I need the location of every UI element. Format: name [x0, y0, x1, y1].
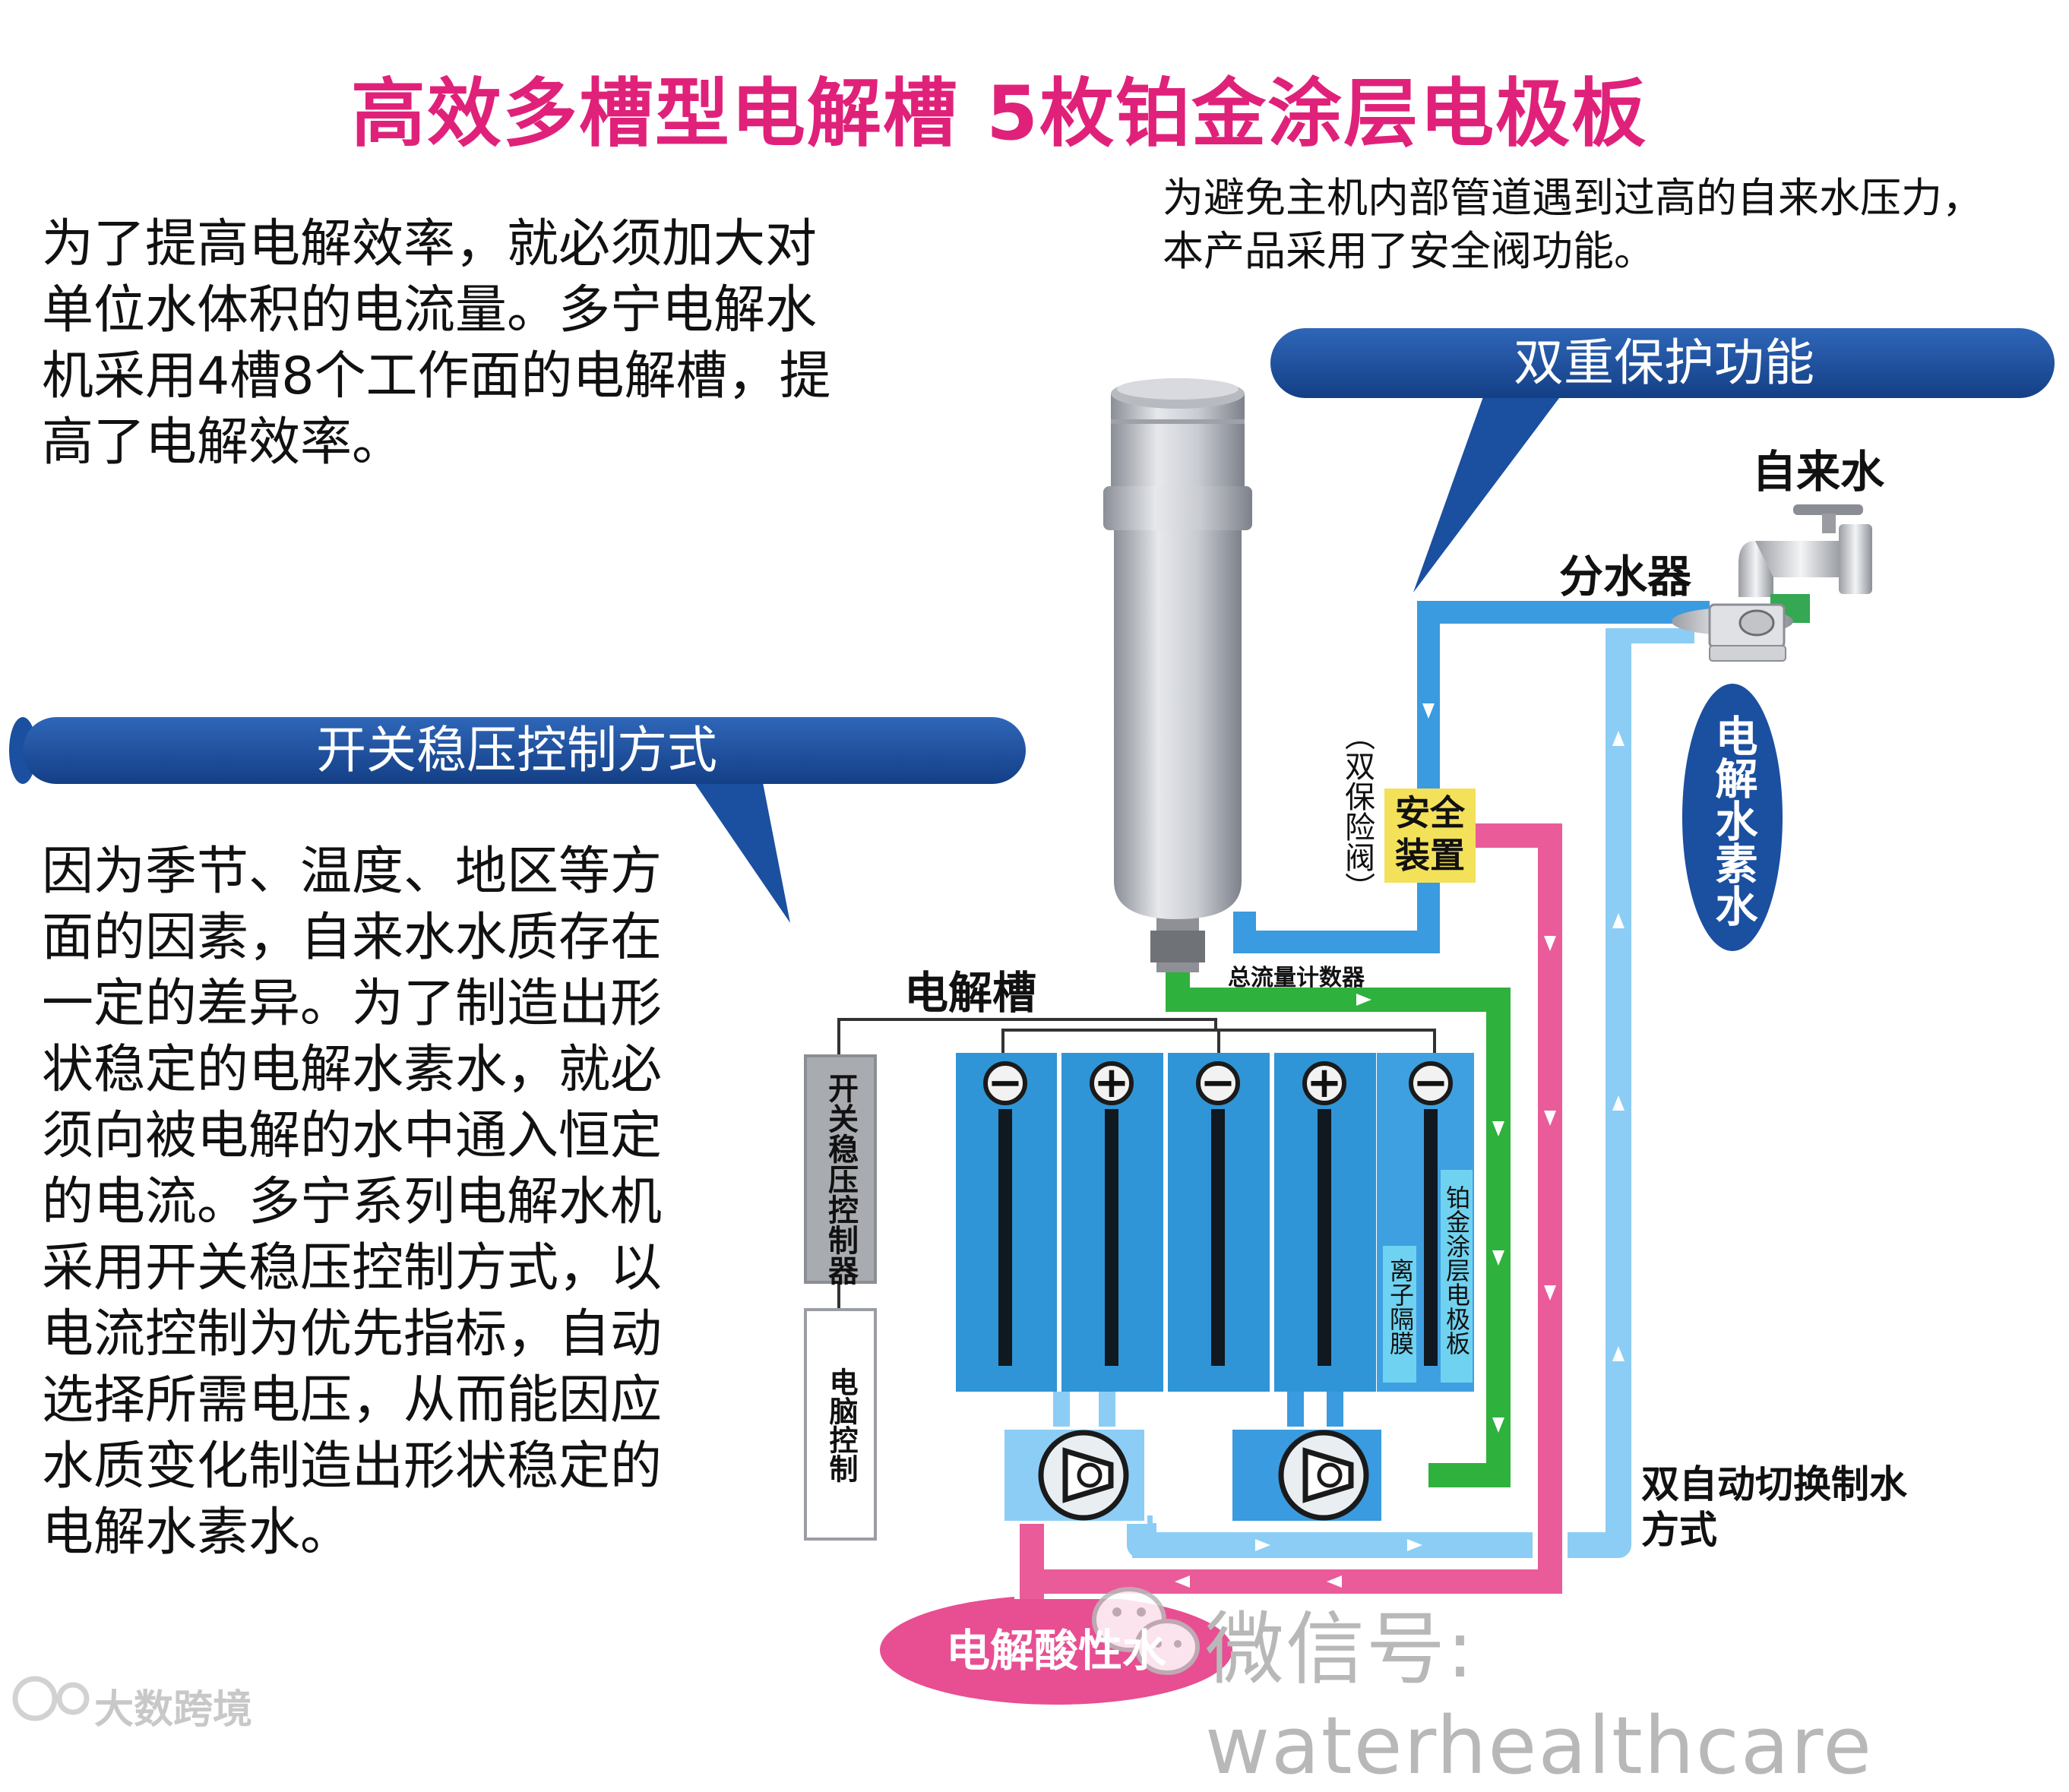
safety-note-line: 本产品采用了安全阀功能。	[1163, 227, 1655, 275]
intro-paragraph: 为了提高电解效率，就必须加大对 单位水体积的电流量。多宁电解水 机采用4槽8个工…	[42, 211, 831, 476]
corner-logo-icon	[12, 1676, 90, 1721]
pipe-lightblue	[1122, 613, 1694, 1563]
body-line: 状稳定的电解水素水，就必	[42, 1040, 663, 1100]
label-safety-device: 安全装置	[1387, 792, 1473, 877]
banner-switch-regulation	[9, 717, 1026, 923]
body-paragraph: 因为季节、温度、地区等方 面的因素，自来水水质存在 一定的差异。为了制造出形 状…	[42, 839, 662, 1566]
body-line: 一定的差异。为了制造出形	[42, 974, 663, 1034]
pipe-blue	[1229, 596, 1710, 958]
computer-control-box	[804, 1308, 877, 1541]
label-switch-regulator: 开关稳压控制器	[823, 1073, 858, 1285]
body-line: 电解水素水。	[42, 1503, 353, 1563]
label-dual-switch-line: 方式	[1641, 1508, 1717, 1552]
intro-line: 高了电解效率。	[42, 412, 404, 472]
electrode-sign: +	[1093, 1058, 1130, 1108]
faucet	[1738, 504, 1872, 623]
banner-switch-label: 开关稳压控制方式	[316, 721, 717, 779]
diverter-device	[1672, 603, 1793, 662]
watermark-corner: 大数跨境	[94, 1687, 253, 1733]
body-line: 选择所需电压，从而能因应	[42, 1370, 663, 1430]
intro-line: 机采用4槽8个工作面的电解槽，提	[42, 346, 831, 406]
label-computer-control: 电脑控制	[824, 1367, 858, 1483]
electrode-sign: −	[987, 1058, 1023, 1108]
electrode-sign: −	[1413, 1058, 1449, 1108]
label-electrolysis-tank: 电解槽	[904, 967, 1037, 1019]
pump-right	[1229, 1392, 1384, 1524]
system-diagram	[9, 328, 2055, 1721]
label-tap-water: 自来水	[1752, 446, 1885, 498]
banner-protection-label: 双重保护功能	[1514, 333, 1814, 392]
label-platinum-plate: 铂金涂层电极板	[1442, 1185, 1471, 1355]
page-title: 高效多槽型电解槽 5枚铂金涂层电极板	[350, 71, 1648, 157]
banner-double-protection	[1270, 328, 2055, 593]
wechat-icon	[1092, 1587, 1200, 1675]
watermark-wechat: 微信号: waterhealthcare	[1205, 1603, 1874, 1792]
label-dual-switch-line: 双自动切换制水	[1641, 1462, 1907, 1506]
intro-line: 为了提高电解效率，就必须加大对	[42, 214, 818, 274]
body-line: 的电流。多宁系列电解水机	[42, 1172, 663, 1232]
electrode-sign: +	[1306, 1058, 1343, 1108]
label-acid-water: 电解酸性水	[945, 1625, 1166, 1677]
body-line: 电流控制为优先指标，自动	[42, 1304, 663, 1364]
body-line: 因为季节、温度、地区等方	[42, 842, 663, 902]
filter-cartridge	[1103, 378, 1252, 972]
body-line: 面的因素，自来水水质存在	[42, 908, 663, 968]
flow-arrows	[1175, 703, 1625, 1588]
label-double-safety-valve: （双保险阀）	[1340, 720, 1375, 902]
pump-left	[1001, 1392, 1147, 1524]
intro-line: 单位水体积的电流量。多宁电解水	[42, 280, 818, 340]
label-total-flow-meter: 总流量计数器	[1228, 965, 1365, 991]
hydrogen-water-badge	[1682, 684, 1783, 951]
label-hydrogen-water: 电解水素水	[1708, 714, 1757, 927]
label-ion-membrane: 离子隔膜	[1386, 1258, 1415, 1355]
switch-regulator-box	[804, 1054, 877, 1284]
control-wires	[837, 1018, 1436, 1311]
label-safety-device-text: 安全装置	[1395, 792, 1465, 876]
body-line: 须向被电解的水中通入恒定	[42, 1106, 663, 1166]
safety-note: 为避免主机内部管道遇到过高的自来水压力， 本产品采用了安全阀功能。	[1163, 172, 1983, 278]
safety-device-box	[1384, 789, 1476, 883]
label-diverter: 分水器	[1559, 551, 1692, 602]
label-dual-switch: 双自动切换制水 方式	[1641, 1462, 1907, 1553]
electrolysis-cells	[956, 1053, 1474, 1392]
body-line: 水质变化制造出形状稳定的	[42, 1436, 663, 1496]
safety-note-line: 为避免主机内部管道遇到过高的自来水压力，	[1163, 174, 1983, 222]
electrode-sign: −	[1200, 1058, 1236, 1108]
body-line: 采用开关稳压控制方式，以	[42, 1238, 663, 1298]
